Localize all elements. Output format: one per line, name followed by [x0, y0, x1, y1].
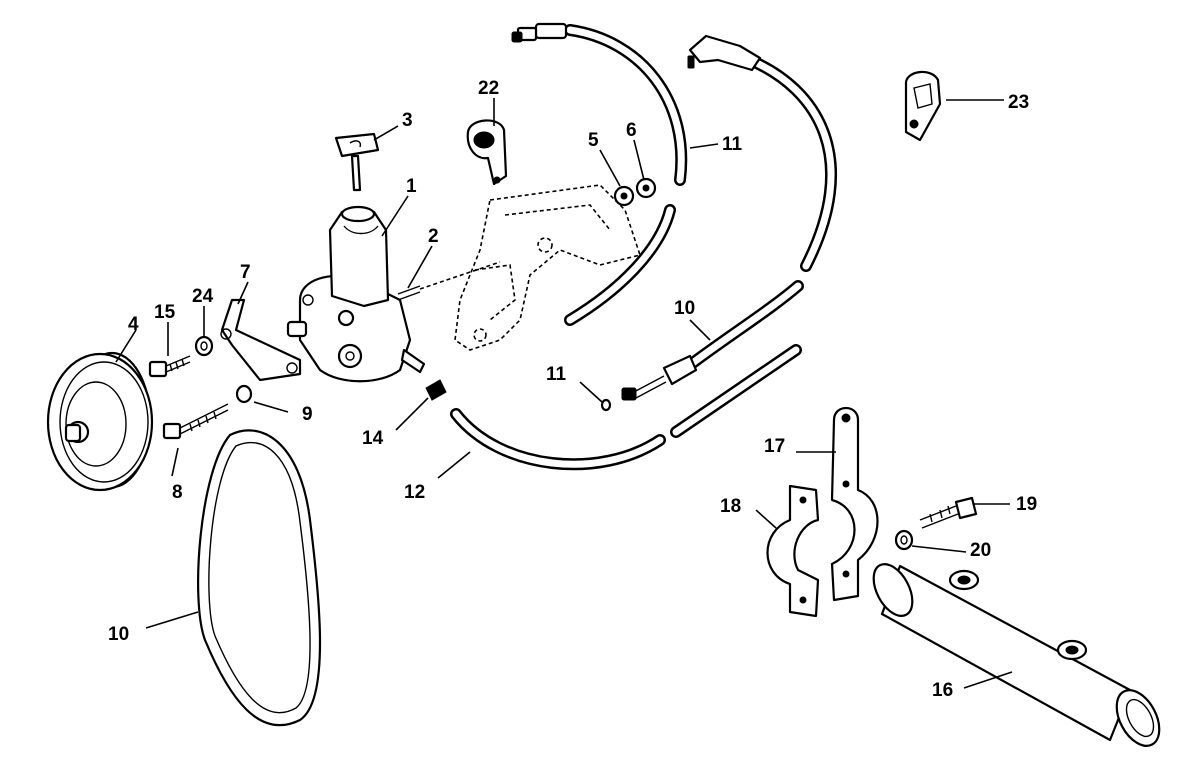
steering-pump	[286, 205, 426, 383]
leader-lines	[115, 98, 1013, 689]
callout-7: 7	[240, 262, 251, 283]
pump-bracket-outline	[454, 184, 642, 351]
washer-24	[194, 335, 214, 357]
callout-24: 24	[192, 286, 214, 307]
pump-brace	[220, 298, 302, 382]
callout-5: 5	[588, 130, 599, 151]
callout-16: 16	[932, 680, 953, 701]
hose-12	[450, 344, 802, 471]
callout-19: 19	[1016, 494, 1037, 515]
pressure-hose-11	[511, 22, 688, 326]
fitting-14	[425, 379, 447, 401]
callout-9: 9	[302, 404, 313, 425]
callout-8: 8	[172, 482, 183, 503]
callout-2: 2	[428, 226, 439, 247]
o-ring-11	[600, 398, 612, 412]
nut-6	[635, 177, 657, 199]
callout-17: 17	[764, 436, 785, 457]
drive-belt	[197, 429, 322, 727]
pulley	[46, 351, 154, 492]
oil-cooler	[872, 563, 1161, 747]
callout-12: 12	[404, 482, 425, 503]
washer-5	[613, 185, 635, 207]
bolt-15	[148, 355, 191, 378]
callout-15: 15	[154, 302, 176, 323]
callout-6: 6	[626, 120, 637, 141]
callout-23: 23	[1008, 92, 1029, 113]
callout-11-hose: 11	[722, 134, 743, 155]
hose-clamp-23	[904, 70, 942, 142]
callout-10-hose: 10	[674, 298, 695, 319]
callout-22: 22	[478, 78, 499, 99]
callout-10-belt: 10	[108, 624, 129, 645]
callout-1: 1	[406, 176, 417, 197]
callout-20: 20	[970, 540, 991, 561]
callout-18: 18	[720, 496, 741, 517]
bolt-8	[162, 403, 229, 440]
stud-2	[397, 261, 501, 301]
callout-11-oring: 11	[546, 364, 567, 385]
washer-20	[894, 529, 914, 551]
cooler-bracket-17	[830, 406, 879, 602]
hose-clamp-22	[466, 119, 508, 186]
dipstick-cap	[334, 132, 380, 192]
callout-14: 14	[362, 428, 384, 449]
return-hose-10	[621, 34, 837, 401]
nut-9	[235, 384, 253, 404]
callout-labels: 1 2 3 4 5 6 7 8 9 10 10 11 11 12 14 15 1…	[108, 78, 1037, 701]
callout-4: 4	[128, 314, 139, 335]
callout-3: 3	[402, 110, 413, 131]
bolt-19	[919, 496, 978, 529]
cooler-clamp-18	[766, 484, 820, 618]
